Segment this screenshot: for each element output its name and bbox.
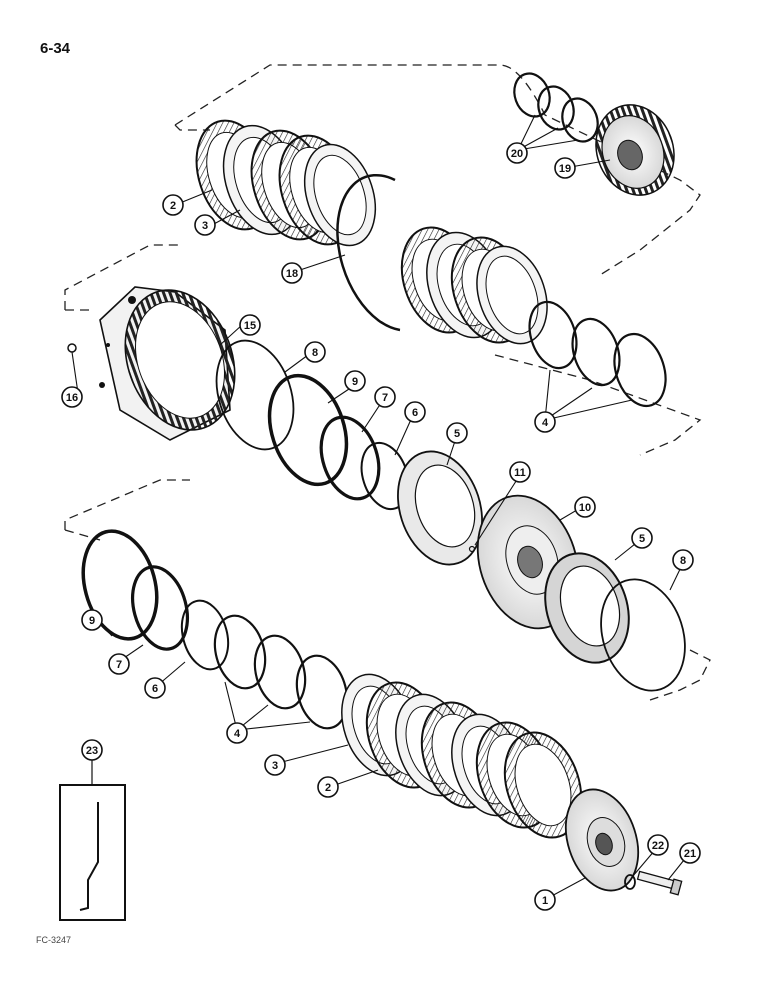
callout-23: 23 bbox=[81, 739, 103, 761]
callout-1: 1 bbox=[534, 889, 556, 911]
callout-8-upper: 8 bbox=[304, 341, 326, 363]
svg-text:4: 4 bbox=[234, 728, 241, 740]
callout-9-lower: 9 bbox=[81, 609, 103, 631]
callout-22: 22 bbox=[647, 834, 669, 856]
callout-16: 16 bbox=[61, 386, 83, 408]
snap-rings-20 bbox=[513, 72, 599, 143]
callout-2-lower: 2 bbox=[317, 776, 339, 798]
svg-text:6: 6 bbox=[152, 683, 158, 695]
svg-text:5: 5 bbox=[639, 533, 645, 545]
svg-text:4: 4 bbox=[542, 417, 549, 429]
seal-rings-lower bbox=[81, 529, 230, 671]
svg-text:19: 19 bbox=[559, 163, 571, 175]
svg-text:10: 10 bbox=[579, 502, 591, 514]
svg-text:22: 22 bbox=[652, 840, 664, 852]
callout-21: 21 bbox=[679, 842, 701, 864]
large-snap-ring-18 bbox=[336, 173, 401, 332]
inset-box-23 bbox=[59, 760, 126, 921]
svg-text:23: 23 bbox=[86, 745, 98, 757]
svg-text:21: 21 bbox=[684, 848, 696, 860]
clutch-plates-lower bbox=[341, 673, 583, 839]
page-number: 6-34 bbox=[40, 40, 71, 57]
callout-20: 20 bbox=[506, 142, 528, 164]
callout-3-lower: 3 bbox=[264, 754, 286, 776]
clutch-plates-middle bbox=[400, 226, 548, 345]
callout-3-upper: 3 bbox=[194, 214, 216, 236]
svg-text:20: 20 bbox=[511, 148, 523, 160]
callout-19: 19 bbox=[554, 157, 576, 179]
group-outline-middle bbox=[64, 244, 702, 456]
callout-9-upper: 9 bbox=[344, 370, 366, 392]
svg-text:7: 7 bbox=[382, 392, 388, 404]
svg-text:7: 7 bbox=[116, 659, 122, 671]
hub-19 bbox=[595, 104, 675, 196]
callout-18: 18 bbox=[281, 262, 303, 284]
svg-text:9: 9 bbox=[89, 615, 95, 627]
seal-ring-8-lower bbox=[600, 578, 686, 692]
callout-10: 10 bbox=[574, 496, 596, 518]
svg-text:16: 16 bbox=[66, 392, 78, 404]
washer-22 bbox=[624, 874, 636, 890]
callout-5-lower: 5 bbox=[631, 527, 653, 549]
callout-7-lower: 7 bbox=[108, 653, 130, 675]
callout-11: 11 bbox=[509, 461, 531, 483]
piston-5-upper bbox=[397, 450, 483, 566]
svg-text:2: 2 bbox=[325, 782, 331, 794]
piston-5-lower bbox=[544, 552, 630, 664]
drum-15 bbox=[99, 286, 236, 441]
small-ball-16 bbox=[67, 343, 77, 353]
svg-text:15: 15 bbox=[244, 320, 256, 332]
callout-6-upper: 6 bbox=[404, 401, 426, 423]
ball-11 bbox=[468, 545, 476, 553]
callout-4-lower: 4 bbox=[226, 722, 248, 744]
callout-5-upper: 5 bbox=[446, 422, 468, 444]
spacer-rings-4-lower bbox=[213, 614, 349, 730]
group-outline-top bbox=[174, 64, 701, 276]
svg-text:18: 18 bbox=[286, 268, 298, 280]
callout-8-lower: 8 bbox=[672, 549, 694, 571]
svg-text:3: 3 bbox=[272, 760, 278, 772]
svg-text:11: 11 bbox=[514, 467, 526, 479]
svg-text:8: 8 bbox=[312, 347, 318, 359]
callout-4-upper: 4 bbox=[534, 411, 556, 433]
spacer-rings-4-upper bbox=[528, 300, 667, 408]
svg-text:8: 8 bbox=[680, 555, 686, 567]
svg-text:5: 5 bbox=[454, 428, 460, 440]
callouts: 20 19 2 3 18 15 16 8 9 7 6 5 4 11 10 5 8… bbox=[61, 142, 701, 911]
callout-7-upper: 7 bbox=[374, 386, 396, 408]
svg-text:6: 6 bbox=[412, 407, 418, 419]
svg-text:9: 9 bbox=[352, 376, 358, 388]
svg-text:1: 1 bbox=[542, 895, 548, 907]
pressure-plate-1 bbox=[564, 788, 640, 892]
callout-2-upper: 2 bbox=[162, 194, 184, 216]
clutch-plates-upper bbox=[195, 119, 377, 247]
bolt-21 bbox=[636, 870, 683, 896]
svg-text:2: 2 bbox=[170, 200, 176, 212]
svg-text:3: 3 bbox=[202, 220, 208, 232]
callout-6-lower: 6 bbox=[144, 677, 166, 699]
callout-15: 15 bbox=[239, 314, 261, 336]
figure-code: FC-3247 bbox=[36, 935, 72, 945]
